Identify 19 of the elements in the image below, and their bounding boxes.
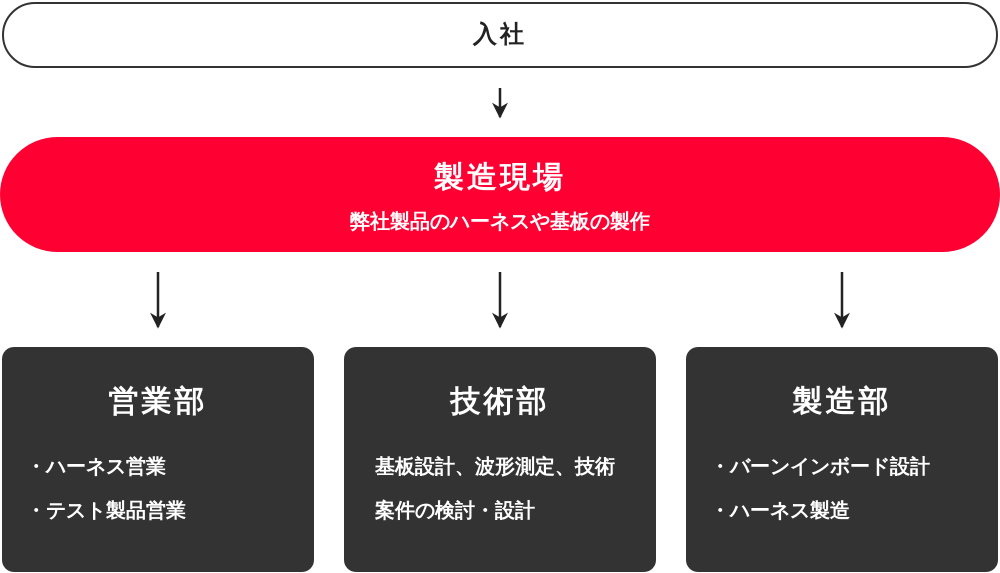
heading: 製造部 (792, 383, 892, 421)
heading: 入社 (473, 19, 527, 50)
department-box (686, 347, 998, 572)
list-item: 基板設計、波形測定、技術案件の検討・設計 (375, 453, 616, 524)
department-box (344, 347, 656, 572)
department-box (2, 347, 314, 572)
heading: 営業部 (108, 383, 208, 421)
arrow (834, 272, 850, 329)
arrow (492, 88, 508, 119)
heading: 製造現場 (434, 159, 566, 197)
heading: 技術部 (450, 383, 550, 421)
subtitle: 弊社製品のハーネスや基板の製作 (350, 208, 650, 235)
list-item: ・ハーネス営業 (26, 453, 166, 480)
list-item: ・ハーネス製造 (710, 497, 850, 524)
list-item: ・バーンインボード設計 (710, 453, 930, 480)
arrow (150, 272, 166, 329)
arrow (492, 272, 508, 329)
stage-pill (0, 137, 1000, 252)
list-item: ・テスト製品営業 (26, 497, 186, 524)
